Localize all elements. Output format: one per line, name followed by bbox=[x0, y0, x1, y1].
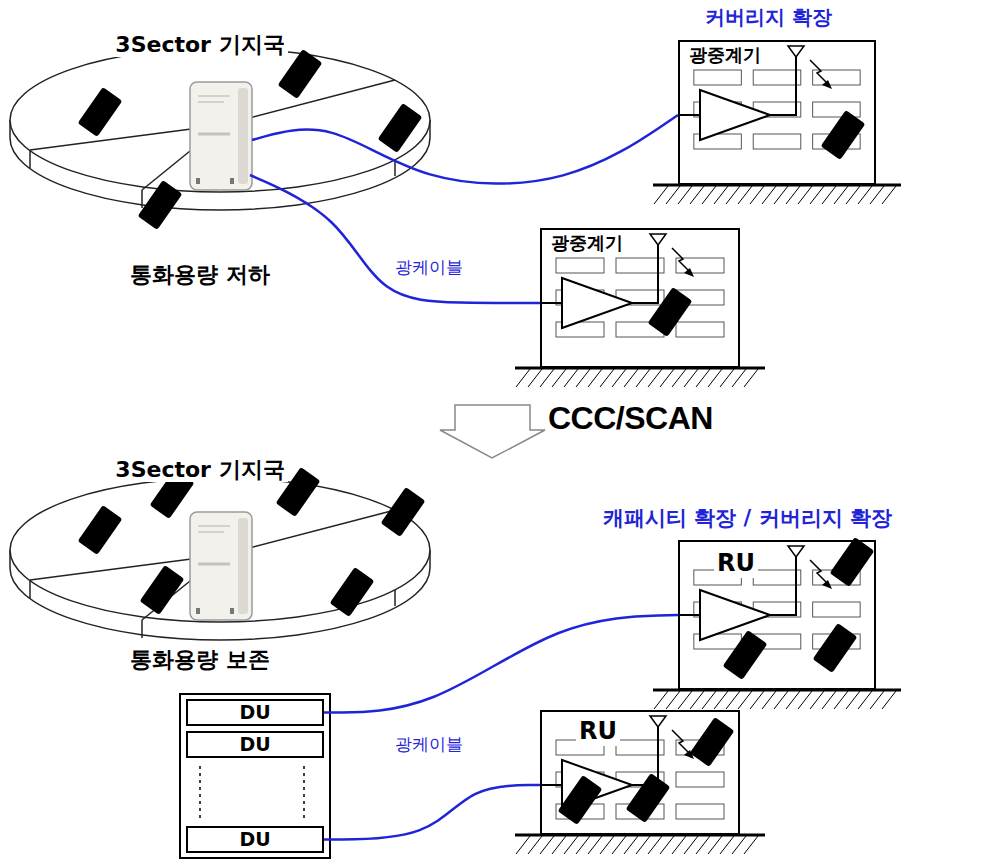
text-holder: 커버리지 확장 bbox=[702, 6, 835, 29]
phones bbox=[78, 49, 423, 230]
transition-arrow bbox=[440, 405, 545, 458]
equipment-label: RU bbox=[714, 550, 758, 578]
cable-label: 광케이블 bbox=[392, 256, 466, 279]
cell-title: 3Sector 기지국 bbox=[112, 32, 287, 57]
base-station bbox=[190, 512, 252, 620]
building-drawing bbox=[515, 234, 765, 387]
du-label: DU bbox=[236, 702, 273, 724]
text-holder: 3Sector 기지국 bbox=[0, 32, 400, 57]
equipment-label: RU bbox=[576, 718, 620, 746]
process-step: CCC/SCAN bbox=[548, 400, 713, 437]
building-drawing bbox=[653, 46, 901, 204]
ru-building: RU bbox=[540, 710, 740, 835]
fiber-cable bbox=[324, 785, 540, 840]
cell-status: 통화용량 저하 bbox=[127, 262, 273, 287]
equipment-label: 광중계기 bbox=[548, 233, 626, 254]
text-holder: RU bbox=[576, 718, 620, 746]
cell-title: 3Sector 기지국 bbox=[112, 457, 287, 482]
repeater-building: 커버리지 확장광중계기 bbox=[678, 40, 876, 185]
cell-disc bbox=[10, 478, 430, 640]
equipment-label: 광중계기 bbox=[686, 45, 764, 66]
fiber-cable bbox=[252, 115, 678, 184]
text-holder: 광중계기 bbox=[686, 45, 764, 66]
text-holder: DU bbox=[188, 733, 322, 756]
du-rack bbox=[180, 694, 330, 858]
base-station bbox=[190, 82, 252, 190]
text-holder: 광중계기 bbox=[548, 233, 626, 254]
text-holder: 통화용량 보존 bbox=[0, 647, 400, 672]
building-heading: 커버리지 확장 bbox=[702, 6, 835, 29]
du-label: DU bbox=[236, 734, 273, 756]
repeater-building: 광중계기 bbox=[540, 228, 740, 368]
phones bbox=[78, 467, 426, 617]
cell-site: 3Sector 기지국통화용량 보존 bbox=[0, 455, 400, 677]
building-drawing bbox=[653, 537, 901, 709]
text-holder: 3Sector 기지국 bbox=[0, 457, 400, 482]
du-unit: DU bbox=[186, 699, 324, 726]
building-heading: 캐패시티 확장 / 커버리지 확장 bbox=[600, 506, 895, 530]
ru-building: 캐패시티 확장 / 커버리지 확장RU bbox=[678, 540, 876, 690]
fiber-cable bbox=[250, 175, 540, 303]
cell-disc bbox=[10, 48, 430, 210]
cell-site: 3Sector 기지국통화용량 저하 bbox=[0, 30, 400, 292]
text-holder: RU bbox=[714, 550, 758, 578]
fiber-cable bbox=[324, 615, 678, 713]
text-holder: DU bbox=[188, 828, 322, 851]
du-unit: DU bbox=[186, 731, 324, 758]
cable-label: 광케이블 bbox=[392, 733, 466, 756]
du-unit: DU bbox=[186, 826, 324, 853]
building-art bbox=[515, 46, 901, 854]
text-holder: 통화용량 저하 bbox=[0, 262, 400, 287]
text-holder: 캐패시티 확장 / 커버리지 확장 bbox=[600, 506, 895, 530]
cell-status: 통화용량 보존 bbox=[127, 647, 273, 672]
du-label: DU bbox=[236, 829, 273, 851]
text-holder: DU bbox=[188, 701, 322, 724]
